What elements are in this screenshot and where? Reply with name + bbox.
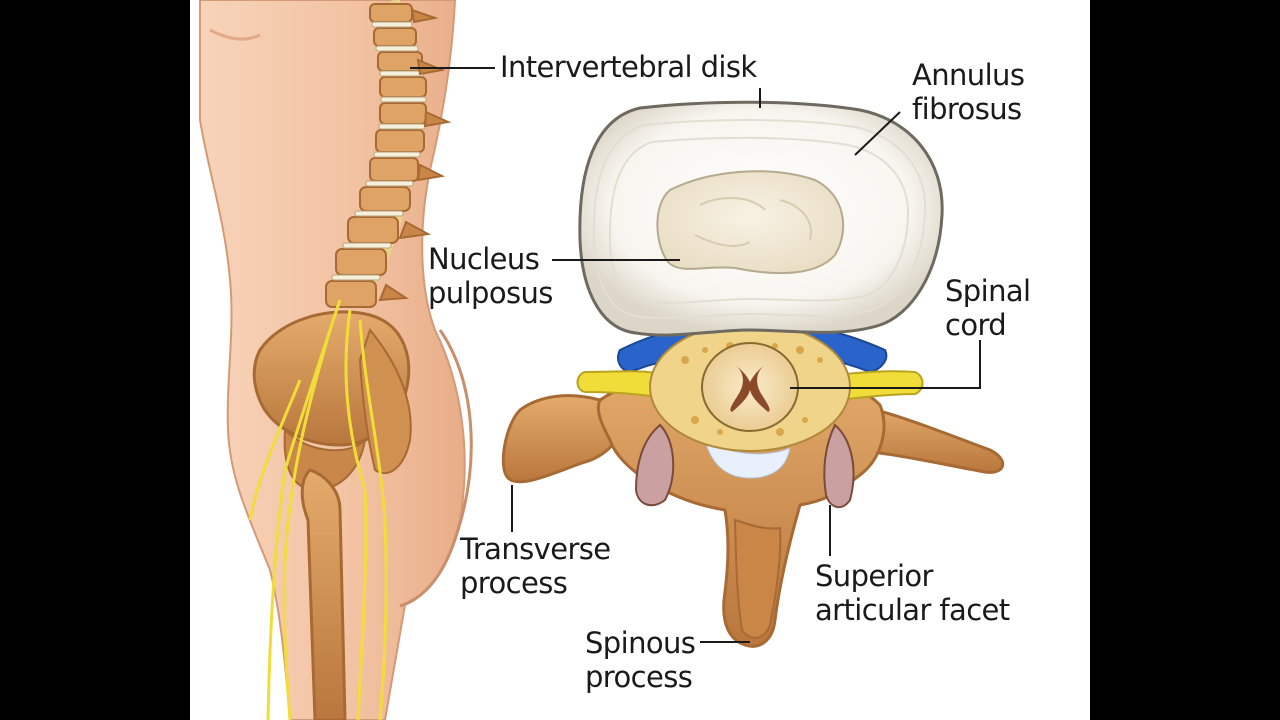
intervertebral-disk <box>578 100 944 337</box>
label-spinal-cord: Spinal cord <box>945 274 1031 342</box>
anatomy-diagram-panel: Intervertebral disk Annulus fibrosus Nuc… <box>190 0 1090 720</box>
label-transverse-process: Transverse process <box>460 532 611 600</box>
anatomy-illustration <box>199 0 1004 720</box>
label-nucleus-pulposus: Nucleus pulposus <box>428 242 553 310</box>
leader-annulus-fibrosus <box>854 111 901 156</box>
superior-articular-facet <box>823 423 855 509</box>
label-spinous-process: Spinous process <box>585 626 696 694</box>
leader-lines <box>410 67 981 643</box>
sacrum <box>358 327 412 475</box>
buttock-contour <box>399 329 473 608</box>
left-facet <box>634 423 675 507</box>
spinal-column-side <box>325 0 452 308</box>
nerves-leg <box>248 299 388 720</box>
nucleus-texture <box>694 197 812 247</box>
nucleus-pulposus <box>656 170 845 274</box>
chest-contour <box>209 28 261 41</box>
fat-dots <box>681 342 823 436</box>
spinous-process <box>733 518 782 639</box>
femur <box>300 468 347 720</box>
leader-spinal-cord <box>790 340 981 389</box>
gray-matter <box>730 365 770 412</box>
label-intervertebral-disk: Intervertebral disk <box>500 50 757 84</box>
annulus-rings <box>592 118 927 320</box>
label-annulus-fibrosus: Annulus fibrosus <box>912 58 1025 126</box>
left-transverse-process <box>501 394 624 484</box>
label-superior-articular-facet: Superior articular facet <box>815 559 1010 627</box>
vertebrae-side <box>325 3 427 308</box>
